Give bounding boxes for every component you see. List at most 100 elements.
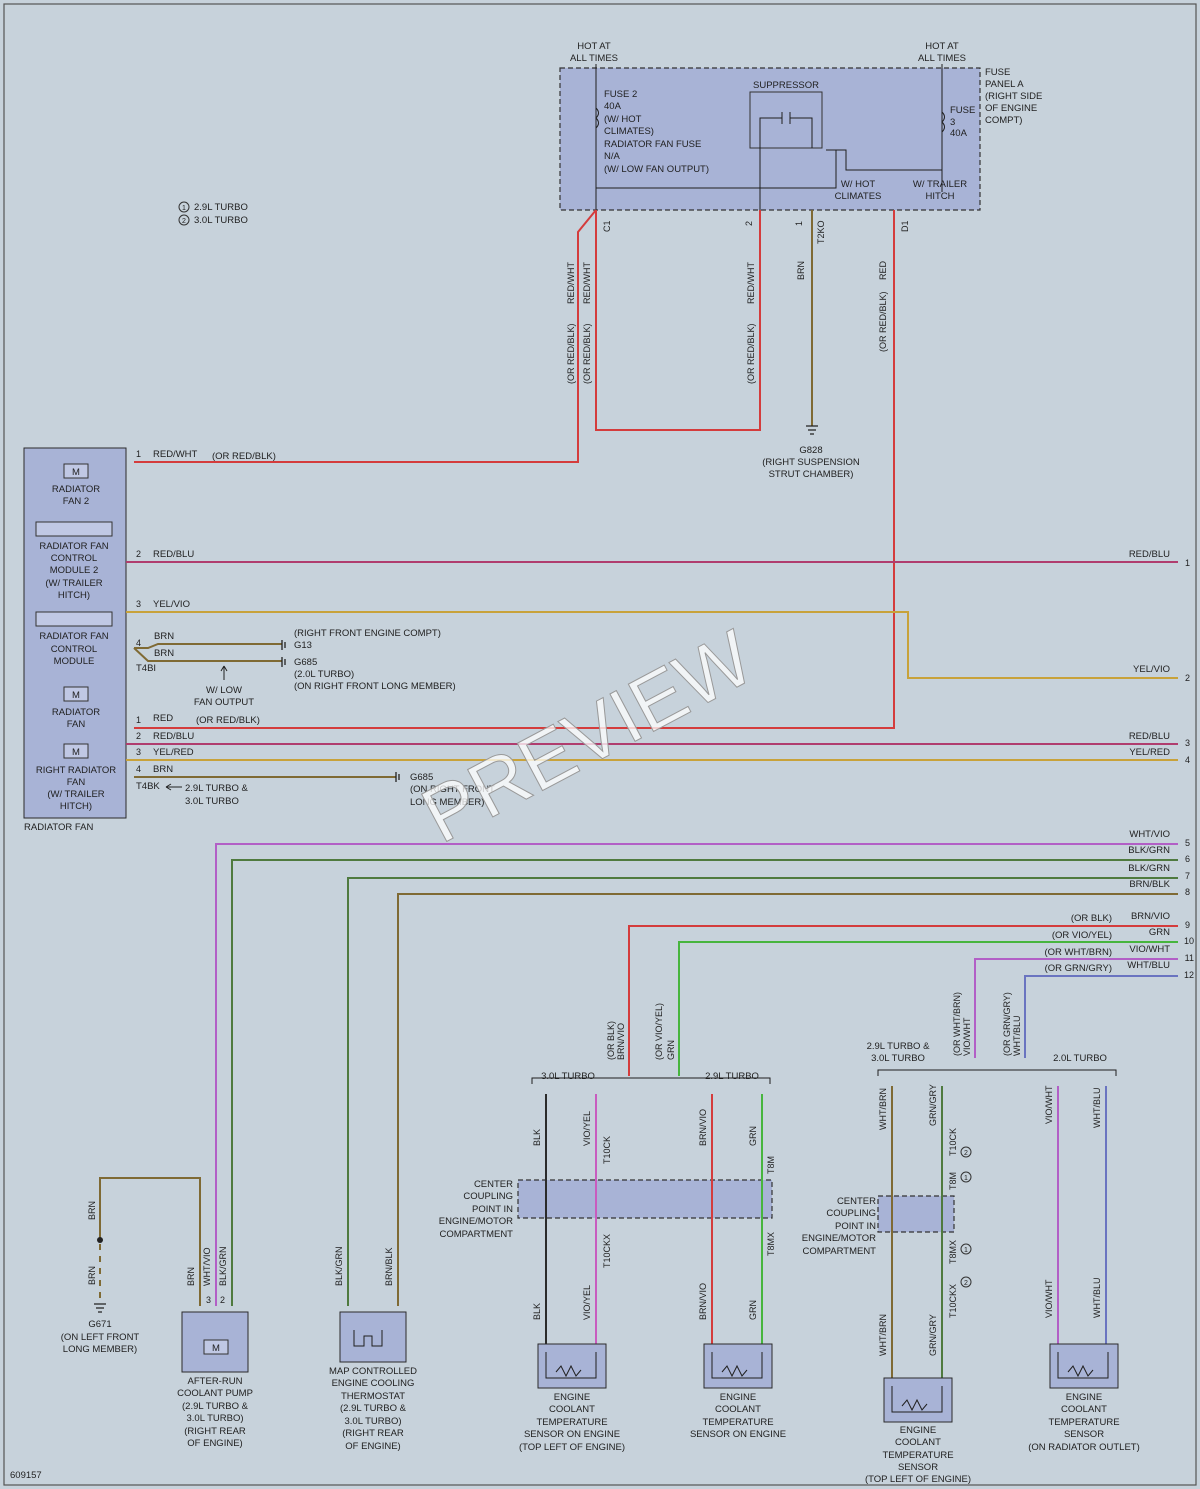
right-fan-label: RIGHT RADIATOR FAN (W/ TRAILER HITCH) (36, 765, 116, 812)
svg-text:SENSOR: SENSOR (1064, 1429, 1104, 1440)
wire-grn-10 (678, 941, 1178, 1076)
module-label: RADIATOR FAN CONTROL MODULE (39, 631, 108, 667)
hot-climates-1: W/ HOT (841, 179, 875, 190)
conn-t2ko: T2KO (816, 220, 826, 244)
motor-pump-letter: M (212, 1343, 220, 1354)
svg-text:THERMOSTAT: THERMOSTAT (341, 1391, 405, 1402)
c2-wire-grngry-top: GRN/GRY (928, 1084, 938, 1126)
pin-2-fan: 2 (136, 731, 141, 741)
right-or-12: (OR GRN/GRY) (1045, 963, 1112, 974)
svg-text:TEMPERATURE: TEMPERATURE (536, 1417, 607, 1428)
g2-left-label-2: 3.0L TURBO (871, 1053, 925, 1064)
right-num-5: 5 (1185, 838, 1190, 848)
svg-text:HITCH): HITCH) (60, 801, 92, 812)
c1-conn-t10ckx: T10CKX (602, 1234, 612, 1268)
c1-conn-t8mx: T8MX (766, 1232, 776, 1256)
pump-wire-1: BRN (186, 1267, 196, 1286)
right-num-7: 7 (1185, 871, 1190, 881)
label-red-d1-or: (OR RED/BLK) (878, 291, 888, 352)
ground-g671-icon (94, 1303, 106, 1313)
pin-1-fan2: 1 (136, 449, 141, 459)
label-redwht-a: RED/WHT (566, 262, 576, 304)
c1-wire-grn-bot: GRN (748, 1300, 758, 1320)
low-fan-1: W/ LOW (206, 685, 242, 696)
label-brn-g671-b: BRN (87, 1266, 97, 1285)
svg-text:OF ENGINE): OF ENGINE) (187, 1438, 242, 1449)
svg-text:COMPARTMENT: COMPARTMENT (802, 1246, 876, 1257)
svg-text:CONTROL: CONTROL (51, 553, 97, 564)
g828-label: G828 (799, 445, 822, 456)
g1-left-label: 3.0L TURBO (541, 1071, 595, 1082)
label-v4: BRN (153, 764, 173, 775)
svg-text:ENGINE/MOTOR: ENGINE/MOTOR (802, 1233, 876, 1244)
c2-conn-t8m: T8M (948, 1172, 958, 1190)
c2-wire-viowht-top: VIO/WHT (1044, 1085, 1054, 1124)
svg-text:(RIGHT SIDE: (RIGHT SIDE (985, 91, 1042, 102)
g685a-note-1: (2.0L TURBO) (294, 669, 354, 680)
svg-text:OF ENGINE: OF ENGINE (985, 103, 1037, 114)
label-brn-g671-a: BRN (87, 1201, 97, 1220)
fan2-label-1: RADIATOR (52, 484, 100, 495)
hot-right-2: ALL TIMES (918, 53, 966, 64)
right-num-1: 1 (1185, 558, 1190, 568)
svg-text:(TOP LEFT OF ENGINE): (TOP LEFT OF ENGINE) (519, 1442, 625, 1453)
t4bk-note-1: 2.9L TURBO & (185, 783, 248, 794)
svg-text:(ON RADIATOR OUTLET): (ON RADIATOR OUTLET) (1028, 1442, 1140, 1453)
svg-text:COOLANT: COOLANT (895, 1437, 941, 1448)
svg-text:FUSE 2: FUSE 2 (604, 89, 637, 100)
g1-or-3: (OR VIO/YEL) (654, 1003, 664, 1060)
svg-text:TEMPERATURE: TEMPERATURE (1048, 1417, 1119, 1428)
svg-text:(TOP LEFT OF ENGINE): (TOP LEFT OF ENGINE) (865, 1474, 971, 1485)
sensor3-label: ENGINE COOLANT TEMPERATURE SENSOR (TOP L… (865, 1425, 971, 1485)
g671-note-1: (ON LEFT FRONT (61, 1332, 140, 1343)
svg-text:(2.9L TURBO &: (2.9L TURBO & (182, 1401, 249, 1412)
right-label-10: GRN (1149, 927, 1170, 938)
label-w4b: BRN (154, 648, 174, 659)
wire-red-wht-fan2 (134, 209, 597, 463)
marker-1a-icon (960, 1171, 972, 1183)
svg-text:RIGHT RADIATOR: RIGHT RADIATOR (36, 765, 116, 776)
hot-right-1: HOT AT (925, 41, 959, 52)
label-w4a: BRN (154, 631, 174, 642)
label-red-d1: RED (878, 260, 888, 280)
g671-note-2: LONG MEMBER) (63, 1344, 137, 1355)
wire-brn-grounds (133, 643, 282, 662)
hot-climates-2: CLIMATES (835, 191, 882, 202)
svg-text:(2.9L TURBO &: (2.9L TURBO & (340, 1403, 407, 1414)
thermostat-box (339, 1311, 407, 1363)
svg-text:RADIATOR FAN: RADIATOR FAN (39, 631, 108, 642)
suppressor-cap (759, 112, 813, 210)
fuse2-label: FUSE 2 40A (W/ HOT CLIMATES) RADIATOR FA… (604, 89, 709, 175)
radiator-fan-label: RADIATOR FAN (24, 822, 93, 833)
wire-wht-vio-5 (215, 843, 1178, 1306)
legend-marker-1: 1 (182, 205, 186, 212)
label-v1: RED (153, 713, 173, 724)
ground-g685b-icon (395, 772, 400, 782)
sensor1-thermistor-icon (545, 1352, 597, 1379)
coupling1-box (517, 1179, 773, 1219)
right-or-9: (OR BLK) (1071, 913, 1112, 924)
right-label-8: BRN/BLK (1129, 879, 1170, 890)
diagram-id: 609157 (10, 1470, 42, 1481)
svg-text:(RIGHT REAR: (RIGHT REAR (342, 1428, 404, 1439)
marker-2b-icon (960, 1276, 972, 1288)
ground-g13-g685-icon (281, 640, 286, 667)
c2-wire-whtblu-bot: WHT/BLU (1092, 1278, 1102, 1319)
module-icon (35, 611, 113, 627)
pin-2: 2 (744, 221, 754, 226)
sensor2-label: ENGINE COOLANT TEMPERATURE SENSOR ON ENG… (690, 1392, 786, 1440)
svg-text:CENTER: CENTER (837, 1196, 876, 1207)
svg-text:ENGINE/MOTOR: ENGINE/MOTOR (439, 1216, 513, 1227)
svg-text:TEMPERATURE: TEMPERATURE (882, 1450, 953, 1461)
legend-circle-2 (178, 214, 190, 226)
sensor3-box (883, 1377, 953, 1423)
label-w1: RED/WHT (153, 449, 198, 460)
svg-text:3.0L TURBO): 3.0L TURBO) (186, 1413, 243, 1424)
pump-pin-3: 3 (206, 1295, 211, 1305)
g685b-label: G685 (410, 772, 433, 783)
svg-text:(W/ TRAILER: (W/ TRAILER (47, 789, 104, 800)
g1-bracket (531, 1077, 771, 1084)
label-redwht-c: RED/WHT (746, 262, 756, 304)
label-redwht-b-or: (OR RED/BLK) (582, 323, 592, 384)
thermostat-symbol (353, 1330, 383, 1347)
